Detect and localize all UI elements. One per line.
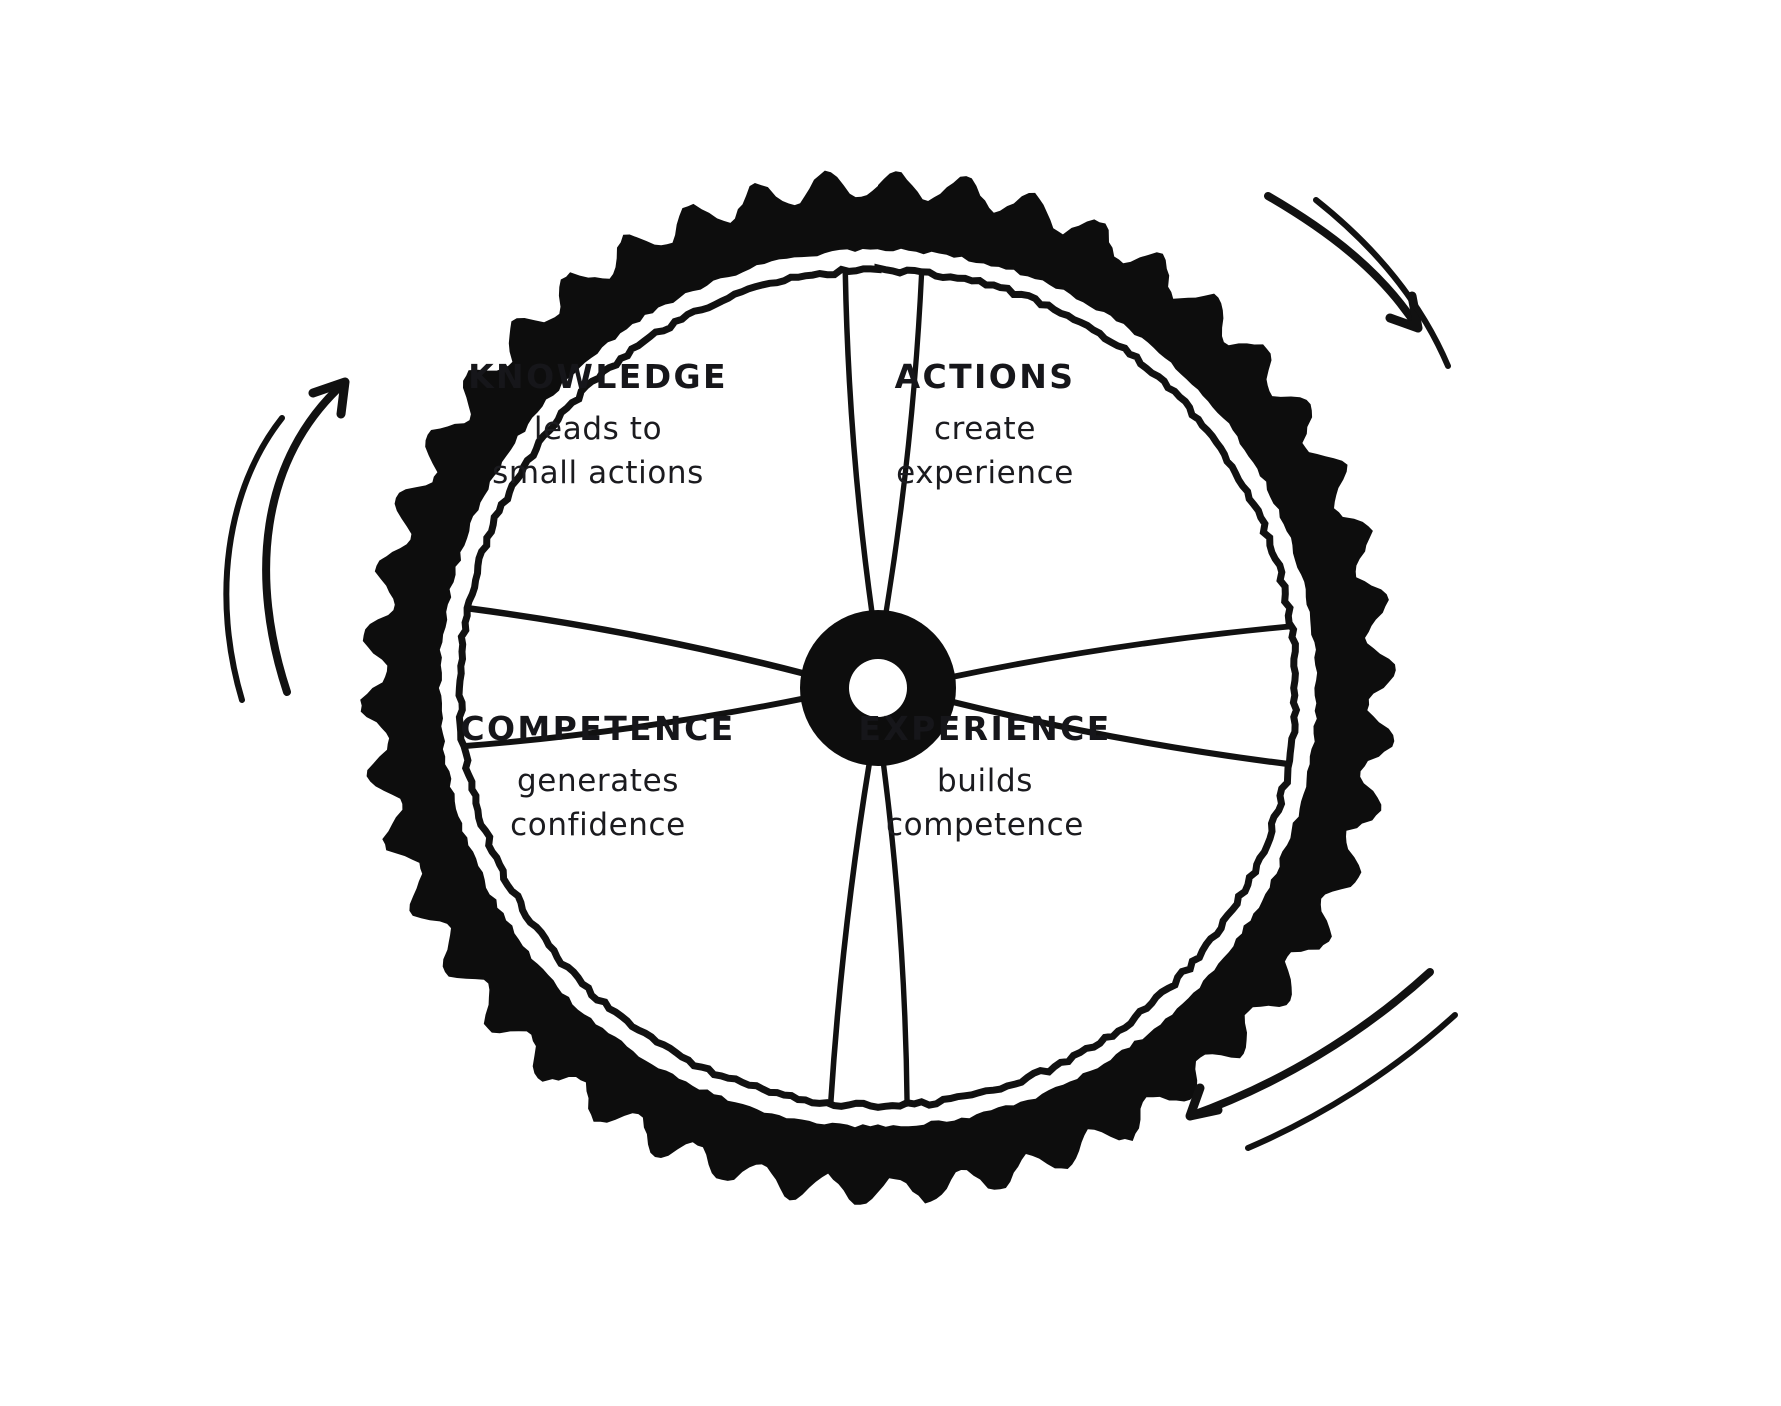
rotation-arrow-top-right-motion-line [1313,197,1451,369]
rotation-arrow-left-shaft [262,378,349,696]
segment-subtitle-competence: generates confidence [403,759,793,847]
rotation-arrow-left-head [308,377,350,419]
segment-title-actions: ACTIONS [894,357,1076,396]
wheel-spoke [828,758,873,1106]
segment-subtitle-experience: builds competence [790,759,1180,847]
segment-label-actions: ACTIONS create experience [790,358,1180,495]
rotation-arrow-bottom-right-head [1185,1083,1223,1121]
rim-group [455,263,1301,1111]
wheel-spoke [462,695,808,749]
wheel-spoke [842,269,875,617]
segment-label-competence: COMPETENCE generates confidence [403,710,793,847]
rotation-arrow-left-motion-line [223,415,285,703]
spokes-group [462,269,1294,1107]
segment-subtitle-line: small actions [492,454,704,491]
rotation-arrow-bottom-right-shaft [1186,968,1434,1120]
rotation-arrow-bottom-right-motion-line [1245,1012,1458,1151]
wheel-spoke [948,623,1294,680]
wheel-spoke [883,270,925,618]
segment-subtitle-line: experience [896,454,1074,491]
segment-label-knowledge: KNOWLEDGE leads to small actions [403,358,793,495]
segment-subtitle-line: confidence [510,806,686,843]
segment-title-competence: COMPETENCE [460,709,736,748]
segment-subtitle-line: leads to [533,410,663,447]
segment-subtitle-line: create [933,410,1036,447]
segment-subtitle-line: generates [517,762,679,799]
rotation-arrows [223,192,1458,1151]
segment-subtitle-actions: create experience [790,407,1180,495]
segment-subtitle-line: competence [886,806,1084,843]
rotation-arrow-top-right-shaft [1264,192,1422,332]
segment-subtitle-knowledge: leads to small actions [403,407,793,495]
segment-title-knowledge: KNOWLEDGE [468,357,728,396]
segment-title-experience: EXPERIENCE [858,709,1112,748]
wheel-spoke [880,759,910,1107]
wheel-hub [800,610,956,766]
segment-subtitle-line: builds [937,762,1033,799]
wheel-spoke [947,698,1292,768]
segment-label-experience: EXPERIENCE builds competence [790,710,1180,847]
wheel-spoke [465,605,809,678]
